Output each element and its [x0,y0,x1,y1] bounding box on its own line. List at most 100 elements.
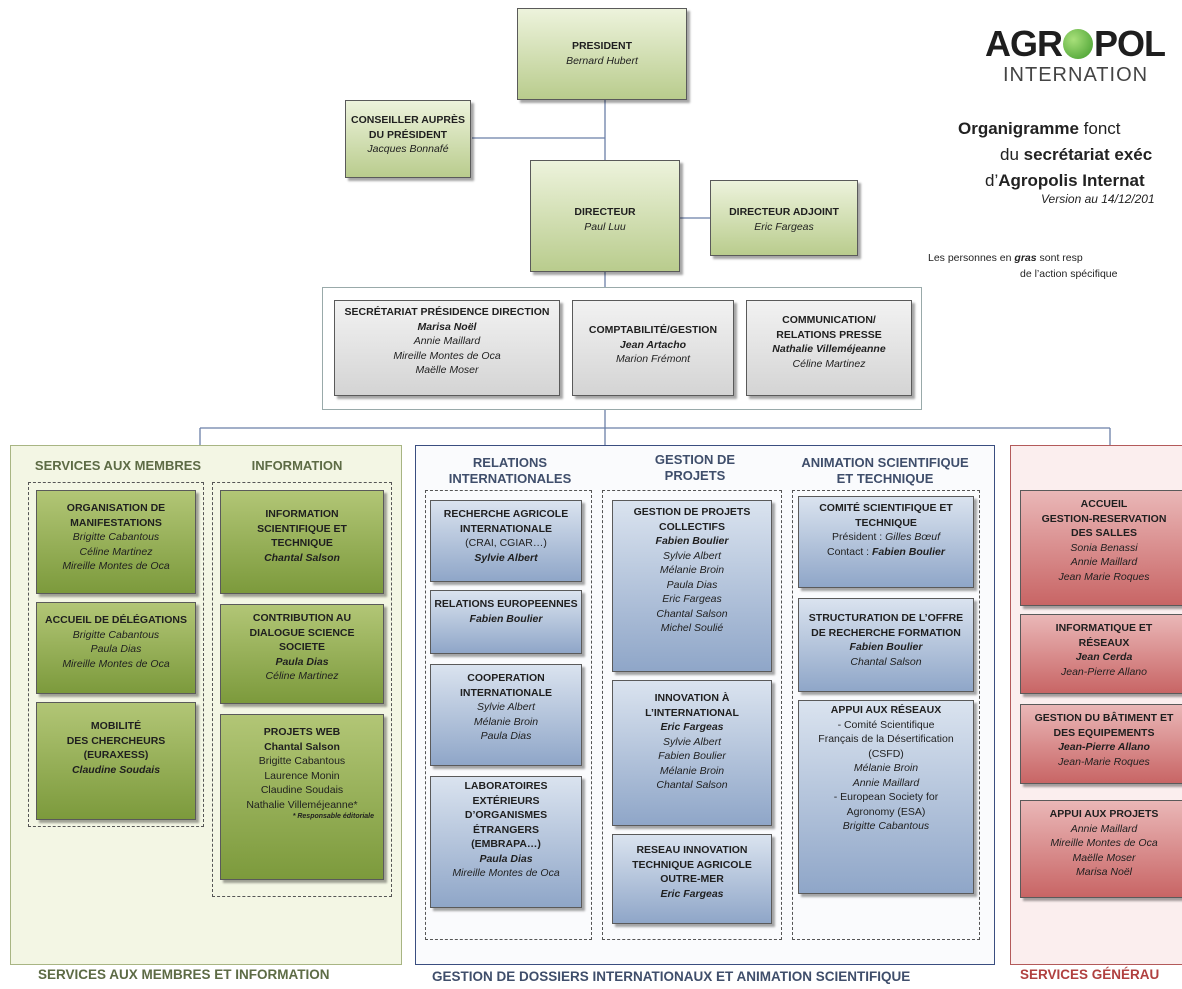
cooperation-box: COOPERATION INTERNATIONALE Sylvie Albert… [430,664,582,766]
labos-lead: Paula Dias [479,852,533,865]
title-line1-rest: fonct [1078,119,1121,138]
compta-member: Marion Frémont [615,353,691,365]
accueil-delegations-box: ACCUEIL DE DÉLÉGATIONS Brigitte Cabantou… [36,602,196,694]
coop-member: Mélanie Broin [473,715,539,728]
conseiller-name: Jacques Bonnafé [367,143,449,155]
logo-text-left: AGR [985,23,1063,64]
legend-note-line2: de l’action spécifique [1020,268,1118,280]
adjoint-name: Eric Fargeas [754,220,814,233]
web-member: Brigitte Cabantous [258,755,346,767]
gestion-member: Michel Soulié [660,622,724,634]
coop-member: Paula Dias [480,730,532,742]
animation-header-l2: ET TECHNIQUE [836,471,934,486]
web-title: PROJETS WEB [263,726,341,738]
relations-europeennes-box: RELATIONS EUROPEENNES Fabien Boulier [430,590,582,654]
legend-note-a: Les personnes en [928,252,1015,264]
org-member: Céline Martinez [79,545,153,558]
innovation-member: Fabien Boulier [658,750,726,762]
comm-title2: RELATIONS PRESSE [776,328,882,341]
europe-lead: Fabien Boulier [469,612,543,625]
appui-line2: Français de la Désertification [818,733,954,745]
appui-line4: - European Society for [833,791,939,803]
struct-title2: DE RECHERCHE FORMATION [811,626,961,639]
infosci-title3: TECHNIQUE [271,537,333,549]
dossiers-footer: GESTION DE DOSSIERS INTERNATIONAUX ET AN… [432,969,911,984]
membres-header: SERVICES AUX MEMBRES [34,458,202,473]
secretariat-box: SECRÉTARIAT PRÉSIDENCE DIRECTION Marisa … [334,300,560,396]
directeur-adjoint-box: DIRECTEUR ADJOINT Eric Fargeas [710,180,858,256]
comm-member: Céline Martinez [792,357,866,370]
web-member: Chantal Salson [264,740,340,753]
title-line2-bold: secrétariat exéc [1023,145,1153,164]
innovation-title1: INNOVATION À [654,692,730,704]
logo-subtitle: INTERNATION [1003,64,1149,86]
batiment-box: GESTION DU BÂTIMENT ET DES EQUIPEMENTS J… [1020,704,1182,784]
relations-header: RELATIONS INTERNATIONALES [430,455,590,487]
gestion-title2: COLLECTIFS [659,520,725,533]
title-line3-bold: Agropolis Internat [998,171,1145,190]
salles-title1: ACCUEIL [1080,498,1128,510]
gestion-member: Mélanie Broin [659,564,725,576]
accueil-member: Paula Dias [90,643,142,655]
comite-title1: COMITÉ SCIENTIFIQUE ET [819,502,953,514]
comm-title1: COMMUNICATION/ [782,314,876,326]
contrib-member: Céline Martinez [265,670,339,682]
labos-title3: D’ORGANISMES [464,809,548,821]
struct-lead: Fabien Boulier [849,641,923,653]
appui-title: APPUI AUX RÉSEAUX [830,704,942,716]
reseau-title2: TECHNIQUE AGRICOLE [632,858,752,871]
gestion-lead: Fabien Boulier [655,535,729,547]
batiment-lead: Jean-Pierre Allano [1058,741,1150,753]
organisation-manifestations-box: ORGANISATION DE MANIFESTATIONS Brigitte … [36,490,196,594]
web-note: * Responsable éditoriale [292,813,374,820]
legend-note-c: sont resp [1036,252,1083,264]
org-member: Mireille Montes de Oca [62,560,170,572]
accueil-title: ACCUEIL DE DÉLÉGATIONS [45,614,187,626]
gestion-member: Paula Dias [666,578,718,591]
comptabilite-box: COMPTABILITÉ/GESTION Jean Artacho Marion… [572,300,734,396]
appui-projets-title: APPUI AUX PROJETS [1049,808,1159,820]
informatique-title2: RÉSEAUX [1078,636,1130,649]
web-member: Laurence Monin [264,769,340,782]
conseiller-title2: DU PRÉSIDENT [368,128,448,141]
reseau-title3: OUTRE-MER [660,873,724,885]
salles-title2: GESTION-RESERVATION [1041,512,1167,525]
comite-scientifique-box: COMITÉ SCIENTIFIQUE ET TECHNIQUE Préside… [798,496,974,588]
appui-member: Mélanie Broin [853,762,919,774]
labos-title2: EXTÉRIEURS [472,794,540,807]
recherche-title1: RECHERCHE AGRICOLE [443,508,569,520]
president-box: PRESIDENT Bernard Hubert [517,8,687,100]
logo-globe-icon [1063,29,1093,59]
recherche-lead: Sylvie Albert [474,551,538,564]
infosci-lead: Chantal Salson [264,551,340,564]
admin-group [322,287,922,410]
coop-title2: INTERNATIONALE [460,686,552,699]
europe-title: RELATIONS EUROPEENNES [434,598,578,610]
batiment-member: Jean-Marie Roques [1058,755,1150,768]
reseau-innovation-box: RESEAU INNOVATION TECHNIQUE AGRICOLE OUT… [612,834,772,924]
information-header: INFORMATION [251,458,343,473]
appui-projets-member: Marisa Noël [1075,866,1133,878]
appui-reseaux-box: APPUI AUX RÉSEAUX - Comité Scientifique … [798,700,974,894]
gestion-header-l2: PROJETS [664,468,726,483]
web-member: Nathalie Villeméjeanne* [246,798,358,811]
gestion-member: Eric Fargeas [662,593,722,605]
gestion-header: GESTION DE PROJETS [615,452,775,484]
coop-title1: COOPERATION [467,672,545,684]
appui-line5: Agronomy (ESA) [846,805,926,818]
relations-header-l2: INTERNATIONALES [448,471,572,486]
directeur-name: Paul Luu [584,220,626,233]
accueil-member: Mireille Montes de Oca [62,657,170,670]
comite-contact-name: Fabien Boulier [872,545,945,558]
comite-pres-label: Président : [832,531,886,543]
contrib-lead: Paula Dias [275,655,329,668]
appui-projets-member: Mireille Montes de Oca [1050,837,1158,849]
informatique-title1: INFORMATIQUE ET [1055,622,1153,634]
contrib-title3: SOCIETE [278,641,326,653]
gestion-member: Chantal Salson [656,607,728,620]
org-title1: ORGANISATION DE [66,502,166,514]
recherche-agricole-box: RECHERCHE AGRICOLE INTERNATIONALE (CRAI,… [430,500,582,582]
innovation-international-box: INNOVATION À L’INTERNATIONAL Eric Fargea… [612,680,772,826]
